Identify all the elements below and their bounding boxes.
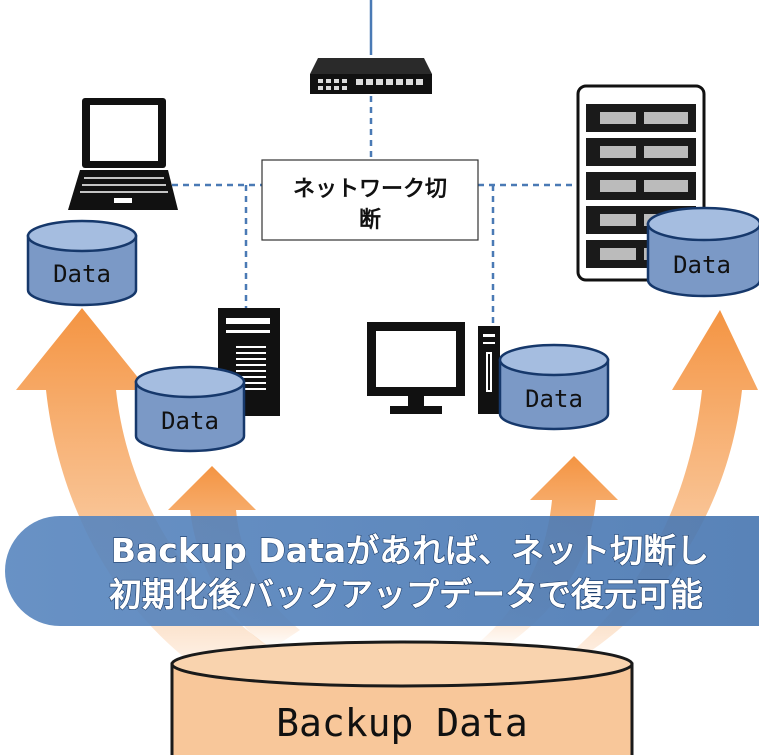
network-label-line1: ネットワーク切 — [293, 177, 447, 202]
network-label-line2: 断 — [359, 207, 381, 233]
desktop-monitor-icon — [367, 322, 500, 414]
network-lines — [172, 0, 580, 330]
server-rack-icon — [576, 84, 706, 282]
data-label-desktop: Data — [525, 385, 583, 413]
restore-message-banner: Backup Dataがあれば、ネット切断し 初期化後バックアップデータで復元可… — [5, 516, 759, 626]
server-units — [586, 104, 696, 268]
data-cylinder-tower: Data — [134, 365, 246, 453]
banner-line1: Backup Dataがあれば、ネット切断し — [111, 531, 709, 570]
arrow-to-laptop — [16, 308, 290, 700]
banner-line2: 初期化後バックアップデータで復元可能 — [109, 575, 703, 614]
arrow-to-server — [500, 310, 758, 700]
network-switch-icon — [310, 58, 432, 94]
data-label-server: Data — [673, 251, 731, 279]
data-cylinder-laptop: Data — [26, 219, 138, 307]
data-cylinder-desktop: Data — [498, 343, 610, 431]
network-disconnect-box: ネットワーク切 断 — [261, 159, 479, 241]
data-cylinder-server: Data — [646, 206, 759, 298]
laptop-icon — [68, 98, 178, 210]
backup-data-cylinder: Backup Data — [170, 640, 634, 755]
data-label-tower: Data — [161, 407, 219, 435]
data-label-laptop: Data — [53, 260, 111, 288]
backup-data-label: Backup Data — [276, 701, 528, 745]
